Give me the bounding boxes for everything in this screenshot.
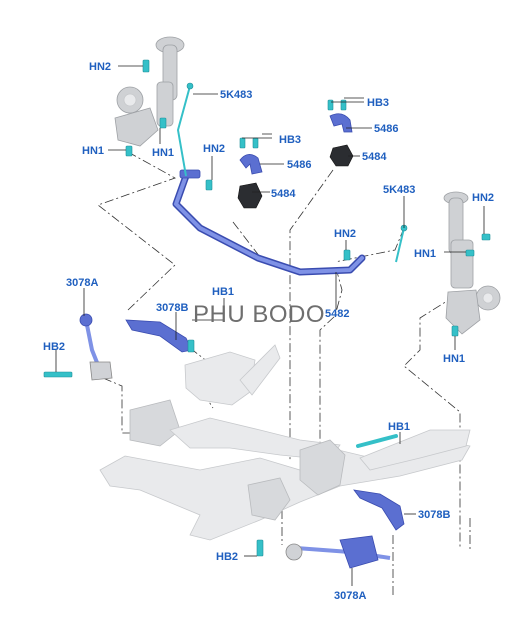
label-5484: 5484 <box>271 188 296 200</box>
front-subframe <box>99 344 471 541</box>
label-hn2: HN2 <box>334 228 356 240</box>
label-hb1: HB1 <box>212 286 234 298</box>
right-strut-assembly <box>443 191 501 335</box>
label-hn2: HN2 <box>472 192 494 204</box>
label-hn2: HN2 <box>89 61 111 73</box>
part-labels: HN2 5K483 HN1 HN1 HN2 HB3 5486 5484 HB3 … <box>43 61 494 602</box>
label-hn1: HN1 <box>443 353 465 365</box>
label-hn1: HN1 <box>414 248 436 260</box>
label-5482: 5482 <box>325 308 349 320</box>
label-3078a: 3078A <box>334 590 366 602</box>
label-5k483: 5K483 <box>220 89 252 101</box>
label-3078b: 3078B <box>418 509 450 521</box>
stabilizer-bar <box>172 169 366 276</box>
fasteners <box>43 59 491 557</box>
label-hb3: HB3 <box>279 134 301 146</box>
label-5486: 5486 <box>287 159 311 171</box>
watermark: PHU BODO <box>193 301 325 328</box>
label-3078a: 3078A <box>66 277 98 289</box>
label-hn2: HN2 <box>203 143 225 155</box>
label-5486: 5486 <box>374 123 398 135</box>
label-5484: 5484 <box>362 151 387 163</box>
label-hn1: HN1 <box>152 147 174 159</box>
leader-lines <box>55 65 485 586</box>
label-hn1: HN1 <box>82 145 104 157</box>
label-hb1: HB1 <box>388 421 410 433</box>
lower-control-arms <box>79 313 405 569</box>
assembly-lines <box>97 151 471 598</box>
label-hb2: HB2 <box>216 551 238 563</box>
label-hb2: HB2 <box>43 341 65 353</box>
bar-bushings <box>237 113 354 209</box>
label-hb3: HB3 <box>367 97 389 109</box>
label-3078b: 3078B <box>156 302 188 314</box>
left-strut-assembly <box>114 36 185 147</box>
label-5k483: 5K483 <box>383 184 415 196</box>
